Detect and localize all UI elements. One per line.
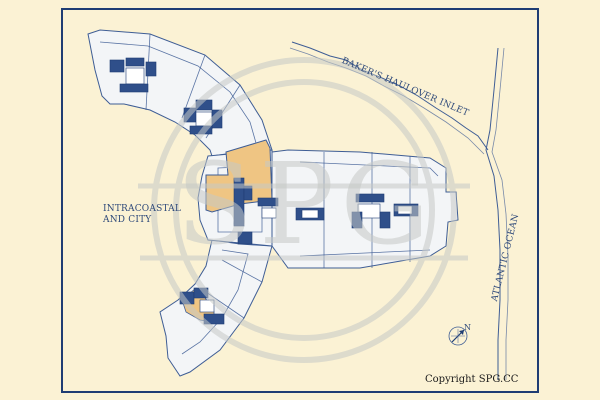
watermark-text: SPG [176, 140, 436, 270]
inlet-shoreline [291, 41, 489, 151]
compass-rose-icon [448, 326, 468, 346]
inlet-shoreline-lower [289, 47, 485, 155]
intracoastal-label-line2: AND CITY [103, 215, 152, 225]
watermark-rings [138, 57, 470, 363]
elevator-cores [109, 57, 419, 325]
core-east [351, 193, 419, 229]
compass-north-label: N [464, 323, 472, 332]
intracoastal-label: INTRACOASTAL AND CITY [103, 204, 193, 226]
intracoastal-label-line1: INTRACOASTAL [103, 204, 182, 214]
ocean-shoreline-outer [491, 47, 509, 380]
core-center [233, 177, 325, 245]
ocean-shoreline [485, 47, 501, 380]
highlighted-unit [205, 139, 273, 213]
core-nw [109, 57, 157, 93]
plan-frame [61, 8, 539, 393]
copyright-notice: Copyright SPG.CC [425, 374, 519, 385]
upper-curved-wing [87, 29, 273, 157]
